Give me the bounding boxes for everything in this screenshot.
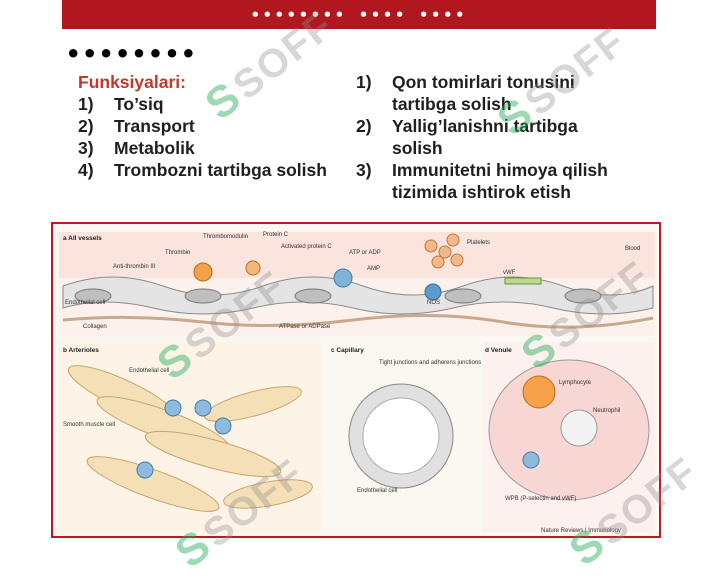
item-text: Yallig’lanishni tartibga solish [392,116,578,158]
svg-text:ATP or ADP: ATP or ADP [349,250,381,256]
svg-text:Thrombomodulin: Thrombomodulin [203,234,248,240]
nos-enzyme [424,283,442,301]
item-text: Qon tomirlari tonusini tartibga solish [392,72,575,114]
svg-text:Neutrophil: Neutrophil [593,408,620,414]
item-text: Immunitetni himoya qilish tizimida ishti… [392,160,608,202]
list-item: 3) Metabolik [78,137,328,159]
svg-text:AMP: AMP [367,266,380,272]
enzyme-marker [136,461,154,479]
svg-text:WPB (P-selectin and vWF): WPB (P-selectin and vWF) [505,496,576,502]
neutrophil-cell [560,409,598,447]
svg-text:vWF: vWF [503,270,516,276]
smooth-muscle-cells [67,365,313,512]
list-item: 2) Transport [78,115,328,137]
blood-region [59,232,655,278]
item-text: Metabolik [114,138,195,158]
functions-title: Funksiyalari: [78,72,186,92]
panel-d-title: d Venule [485,347,512,354]
svg-text:Endothelial cell: Endothelial cell [65,300,105,306]
receptor [333,268,353,288]
svg-text:Blood: Blood [625,246,640,252]
nucleus [564,288,602,304]
protein-c-particle [245,260,261,276]
slide-title: •••••••• •••• •••• [250,5,468,24]
svg-text:Endothelial cell: Endothelial cell [357,488,397,494]
list-item: 4) Trombozni tartibga solish [78,159,328,181]
item-number: 1) [356,72,372,92]
item-number: 2) [356,116,372,136]
title-bar: •••••••• •••• •••• [62,0,656,29]
left-column: Funksiyalari: 1) To’siq 2) Transport 3) … [78,71,328,181]
svg-text:NOS: NOS [427,300,440,306]
panel-a-title: a All vessels [63,235,102,242]
svg-text:Activated protein C: Activated protein C [281,244,332,250]
svg-text:Anti-thrombin III: Anti-thrombin III [113,264,156,270]
thrombin-particle [193,262,213,282]
lymphocyte-cell [522,375,556,409]
endothelium-figure: a All vessels Thrombomodulin Thrombin Pr… [51,222,661,538]
item-number: 2) [78,116,94,136]
svg-text:Collagen: Collagen [83,324,107,330]
list-item: 1) To’siq [78,93,328,115]
capillary-lumen [362,397,440,475]
item-number: 3) [356,160,372,180]
right-column: 1) Qon tomirlari tonusini tartibga solis… [356,71,626,203]
svg-text:Platelets: Platelets [467,240,490,246]
svg-text:Smooth muscle cell: Smooth muscle cell [63,422,115,428]
svg-text:Endothelial cell: Endothelial cell [129,368,169,374]
svg-text:Thrombin: Thrombin [165,250,190,256]
enzyme-marker [214,417,232,435]
vwf-strand [504,277,542,285]
item-text: Trombozni tartibga solish [114,160,327,180]
nucleus [444,288,482,304]
nucleus [184,288,222,304]
svg-text:Tight junctions and adherens j: Tight junctions and adherens junctions [379,360,481,366]
list-item: 1) Qon tomirlari tonusini tartibga solis… [356,71,626,115]
item-text: Transport [114,116,195,136]
p-selectin-marker [522,451,540,469]
enzyme-marker [164,399,182,417]
slide-heading: •••••••• [66,40,198,68]
nucleus [74,288,112,304]
collagen-fibre [62,313,654,329]
list-item: 3) Immunitetni himoya qilish tizimida is… [356,159,626,203]
item-number: 4) [78,160,94,180]
item-text: To’siq [114,94,164,114]
figure-credit: Nature Reviews | Immunology [541,528,621,534]
panel-c-title: c Capillary [331,347,364,354]
platelet-cluster [424,233,464,269]
panel-b-title: b Arterioles [63,347,99,354]
nucleus [294,288,332,304]
endothelial-layer [62,276,654,315]
svg-text:Protein C: Protein C [263,232,289,238]
svg-text:Lymphocyte: Lymphocyte [559,380,592,386]
svg-text:ATPase or ADPase: ATPase or ADPase [279,324,331,330]
item-number: 1) [78,94,94,114]
enzyme-marker [194,399,212,417]
figure-illustration: a All vessels Thrombomodulin Thrombin Pr… [59,232,655,534]
item-number: 3) [78,138,94,158]
list-item: 2) Yallig’lanishni tartibga solish [356,115,626,159]
